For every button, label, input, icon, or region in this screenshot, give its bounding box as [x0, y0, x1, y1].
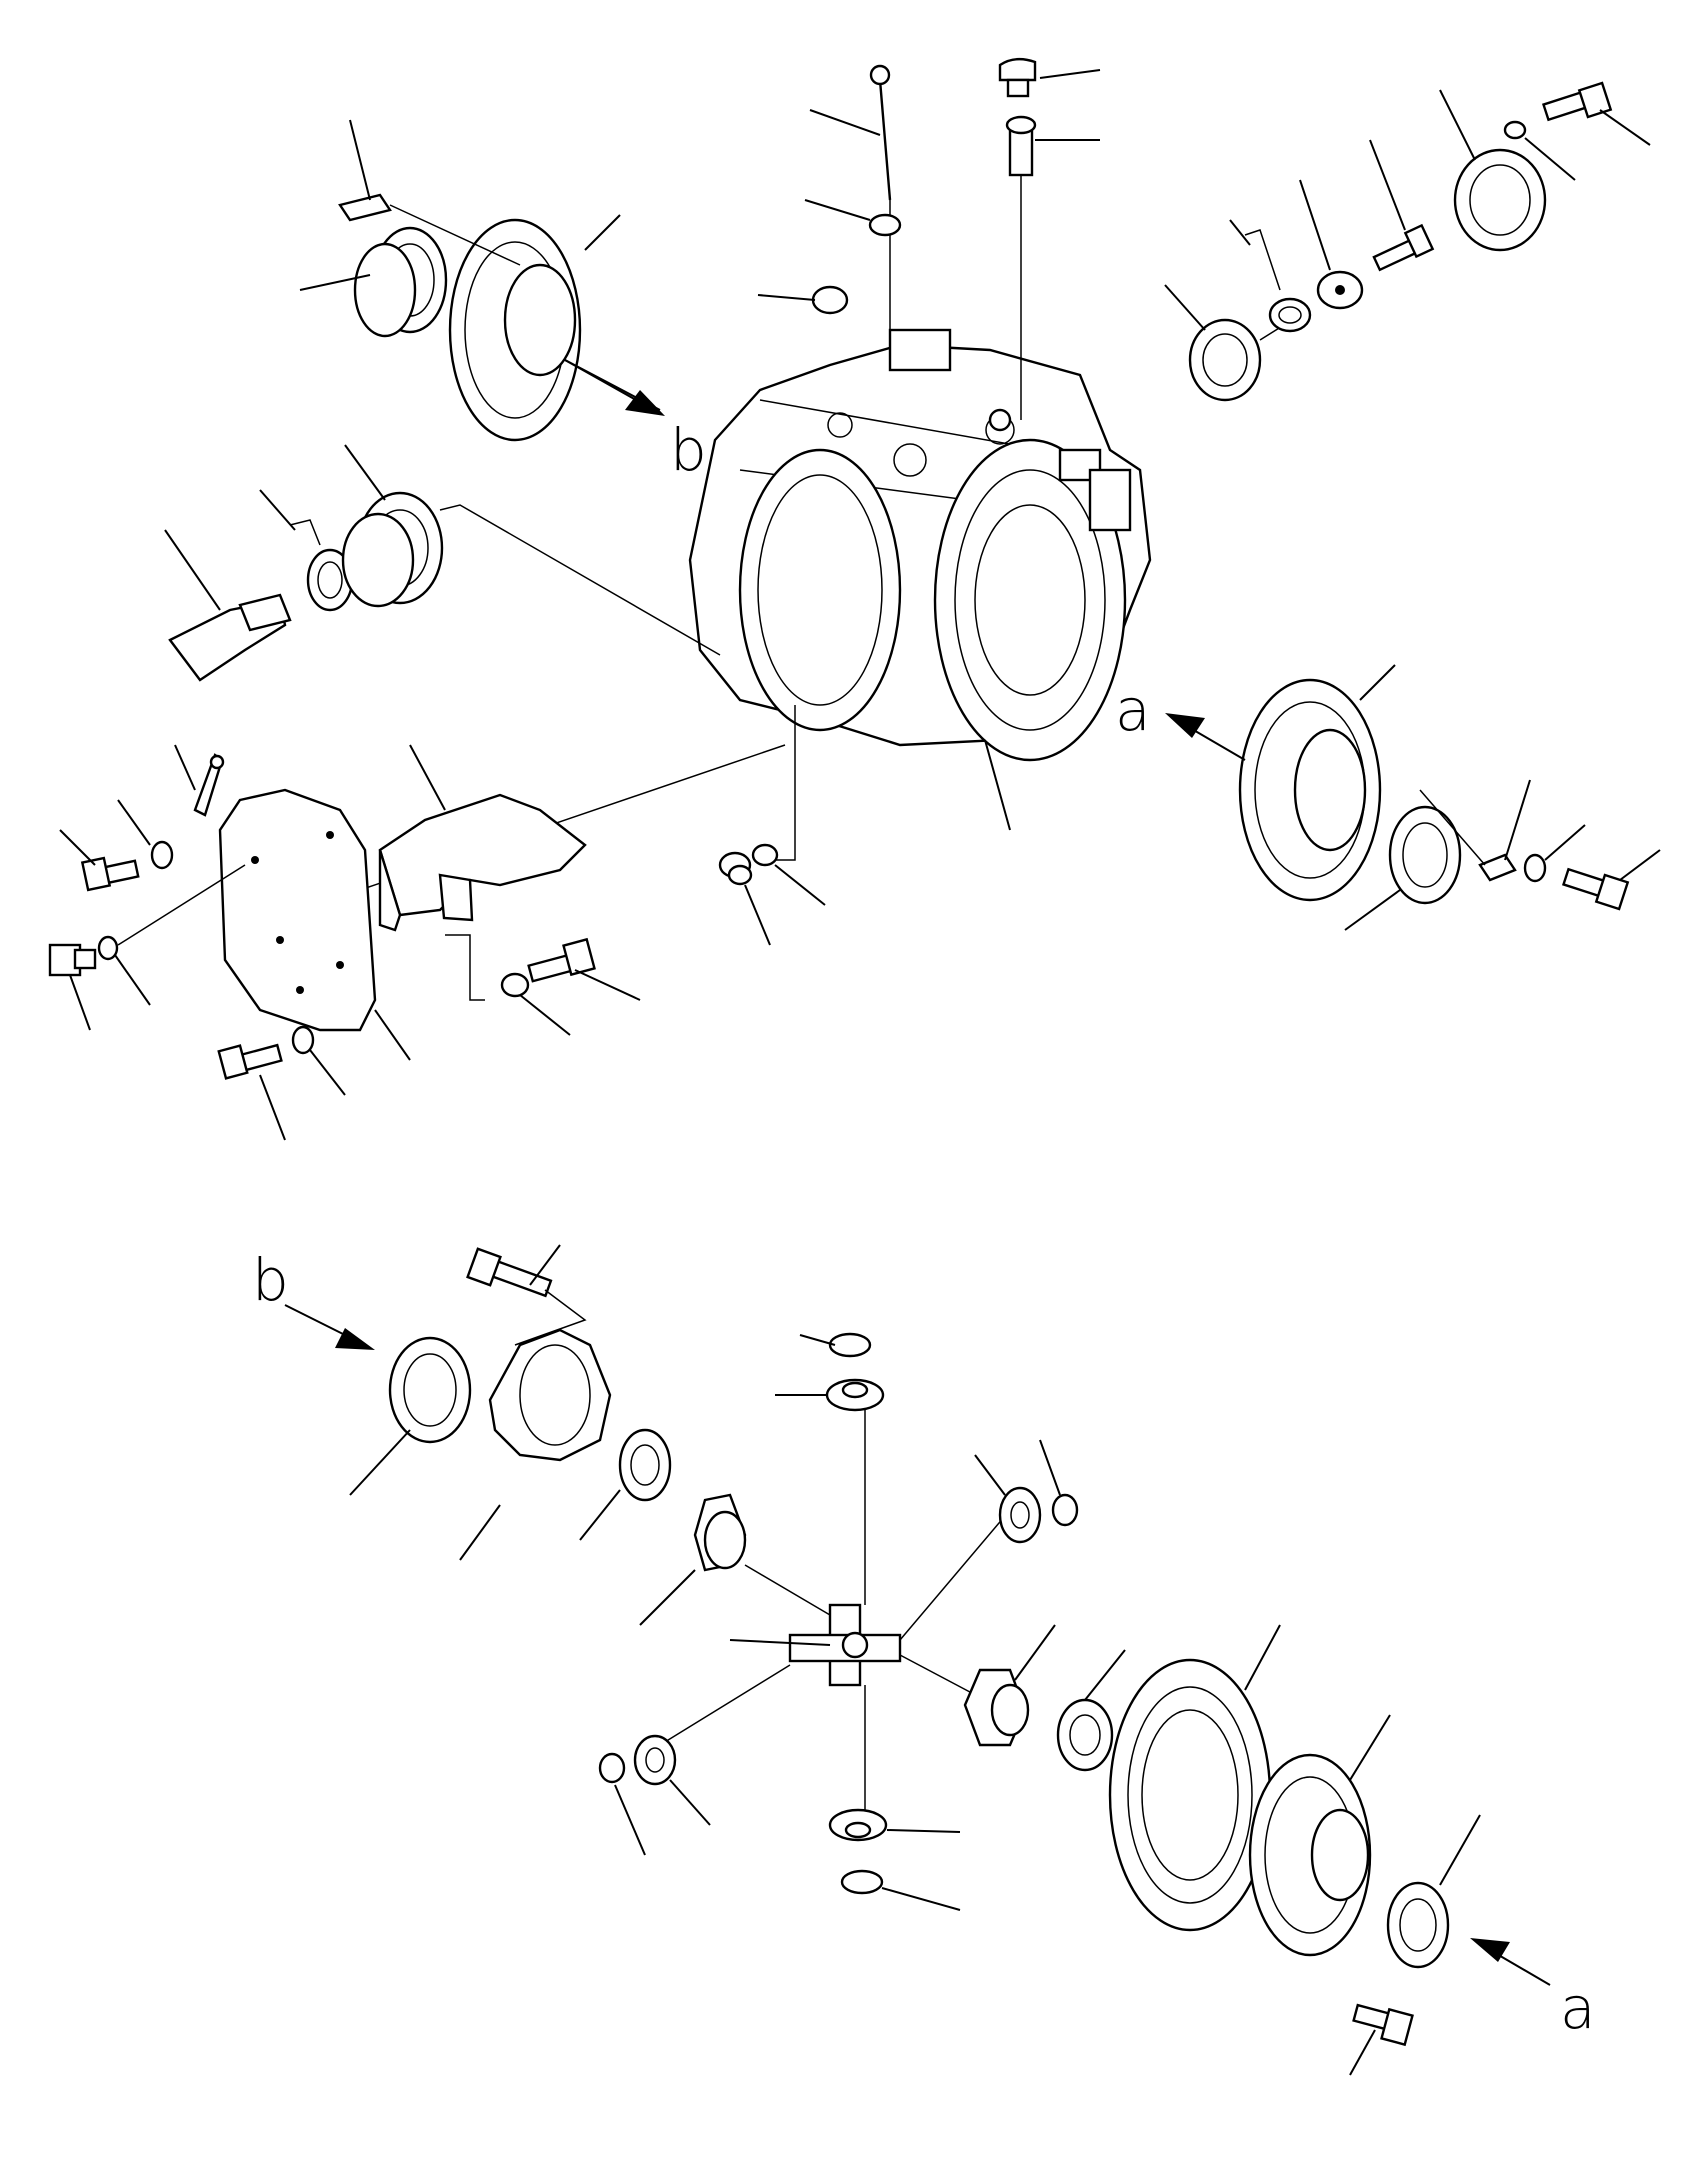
- level-plug: [757, 285, 849, 315]
- pinion-gear-bottom: [828, 1808, 961, 1842]
- side-gear-right: [963, 1624, 1056, 1747]
- dipstick-washer: [804, 199, 902, 237]
- left-bearing-carrier: [448, 214, 661, 442]
- pinion-gear-left-lower: [633, 1734, 711, 1826]
- reference-label-a-mid: a: [1115, 676, 1151, 744]
- arrow-to-a: [1165, 713, 1246, 761]
- cover-bracket-bolt: [59, 829, 140, 892]
- cover-bracket: [174, 744, 225, 817]
- spider-washer-top: [799, 1332, 872, 1358]
- side-gear-left: [639, 1493, 747, 1626]
- spider-washer-right: [1039, 1439, 1079, 1527]
- arrow-from-a: [1470, 1938, 1551, 1986]
- ring-gear: [1108, 1624, 1281, 1932]
- pinion-gear-top: [775, 1378, 885, 1412]
- reference-label-a-bottom: a: [1560, 1974, 1596, 2042]
- guard-washer: [500, 972, 571, 1036]
- axle-housing: [688, 328, 1152, 762]
- right-cover-bolt: [1541, 81, 1651, 146]
- lock-plate-right: [1419, 779, 1531, 882]
- dipstick: [809, 64, 892, 345]
- cover-bolt-lower: [217, 1043, 286, 1141]
- drain-plug: [718, 851, 771, 946]
- diff-bearing-right: [1386, 1814, 1481, 1969]
- lock-plate-left: [338, 119, 521, 266]
- diff-flange-bolt: [1349, 2003, 1414, 2076]
- pinion-gear-right: [974, 1454, 1042, 1544]
- thrust-washer-left: [579, 1428, 672, 1541]
- right-bolt: [1369, 139, 1435, 272]
- diff-case-bolt: [466, 1244, 587, 1346]
- arrow-to-b: [564, 359, 665, 416]
- reference-label-b-bottom: b: [252, 1246, 289, 1314]
- reference-label-b-top: b: [670, 416, 707, 484]
- right-lock-bolt: [1561, 849, 1661, 911]
- right-lock-washer: [1523, 824, 1586, 883]
- tapered-bearing-left: [299, 226, 448, 338]
- housing-leader: [984, 739, 1011, 831]
- diff-bearing-left: [349, 1336, 472, 1496]
- diff-case-flange: [1248, 1714, 1391, 1957]
- elbow-fitting: [48, 943, 97, 1031]
- right-tapered-bearing: [1344, 805, 1462, 931]
- pinion-gear: [164, 529, 292, 682]
- cover-guard: [378, 744, 587, 1001]
- pinion-shim: [259, 489, 354, 612]
- right-bearing-carrier: [1238, 664, 1396, 902]
- cover-bracket-washer: [117, 799, 174, 870]
- thrust-washer-right: [1056, 1649, 1126, 1772]
- cross-shaft: [659, 1400, 1011, 1825]
- spider-washer-left: [598, 1752, 646, 1856]
- guard-bolt: [527, 937, 641, 1001]
- drain-plug-seal: [751, 843, 826, 906]
- rear-cover-plate: [218, 788, 411, 1061]
- cover-washer-lower: [291, 1025, 346, 1096]
- drain-leader-path: [755, 705, 796, 861]
- elbow-o-ring: [97, 864, 246, 1006]
- right-shim: [1229, 219, 1312, 333]
- arrow-from-b: [284, 1304, 375, 1350]
- right-bearing: [1164, 284, 1301, 402]
- diff-case-half: [459, 1328, 612, 1561]
- right-washer: [1299, 179, 1364, 310]
- right-cover-gasket: [1439, 89, 1547, 252]
- spider-washer-bottom: [840, 1869, 961, 1911]
- pinion-bearing: [341, 444, 721, 656]
- breather-cap: [998, 57, 1101, 98]
- right-cover-washer: [1503, 120, 1576, 181]
- breather: [1005, 115, 1100, 420]
